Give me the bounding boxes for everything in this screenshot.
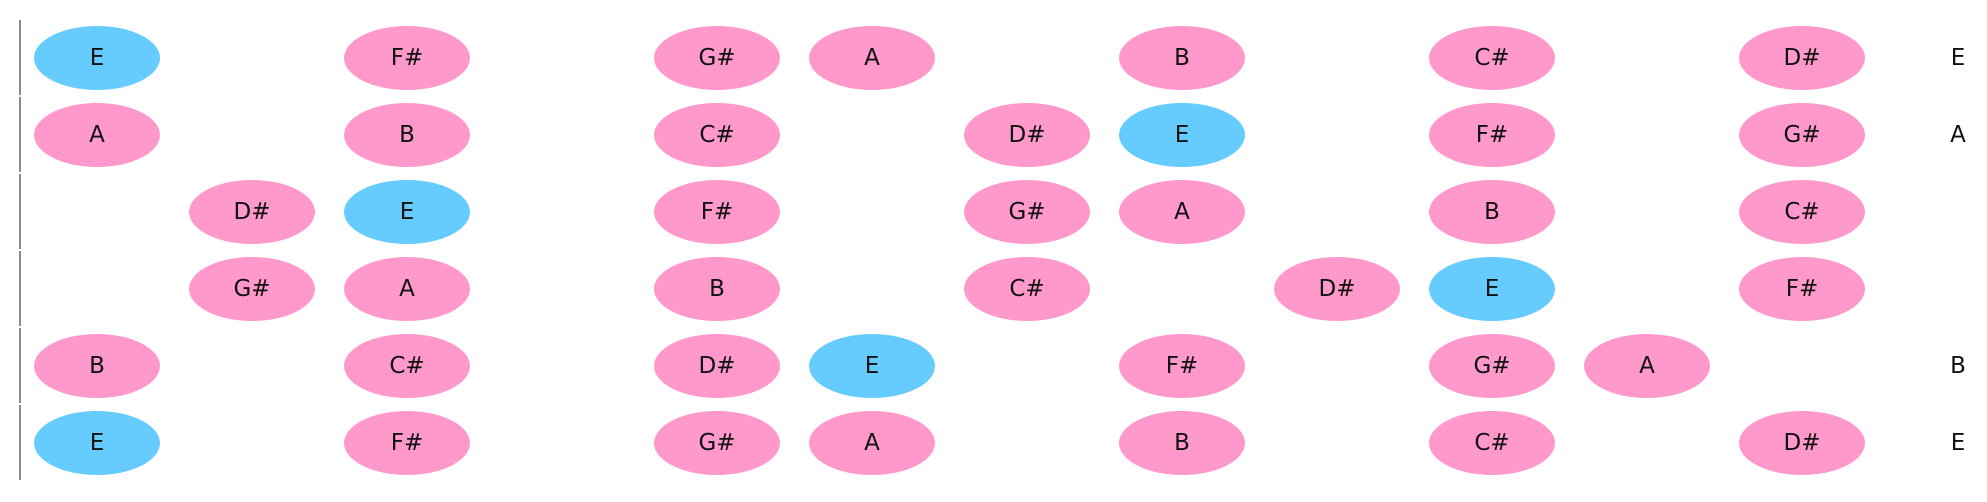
root-note-marker: E xyxy=(34,26,160,90)
scale-note-marker: F# xyxy=(1119,334,1245,398)
nut-line-segment xyxy=(19,174,21,249)
scale-note-marker: C# xyxy=(654,103,780,167)
scale-note-marker: A xyxy=(1584,334,1710,398)
scale-note-marker: A xyxy=(809,411,935,475)
root-note-marker: E xyxy=(1429,257,1555,321)
scale-note-marker: F# xyxy=(344,26,470,90)
scale-note-marker: B xyxy=(1119,411,1245,475)
scale-note-marker: C# xyxy=(1429,26,1555,90)
string-label: B xyxy=(1950,353,1966,379)
nut-line-segment xyxy=(19,405,21,480)
string-label: E xyxy=(1950,45,1966,71)
scale-note-marker: B xyxy=(1429,180,1555,244)
scale-note-marker: G# xyxy=(189,257,315,321)
scale-note-marker: C# xyxy=(1739,180,1865,244)
root-note-marker: E xyxy=(809,334,935,398)
root-note-marker: E xyxy=(1119,103,1245,167)
string-label: E xyxy=(1950,430,1966,456)
scale-note-marker: C# xyxy=(1429,411,1555,475)
root-note-marker: E xyxy=(344,180,470,244)
scale-note-marker: A xyxy=(1119,180,1245,244)
scale-note-marker: G# xyxy=(1429,334,1555,398)
scale-note-marker: G# xyxy=(1739,103,1865,167)
scale-note-marker: A xyxy=(809,26,935,90)
root-note-marker: E xyxy=(34,411,160,475)
nut-line-segment xyxy=(19,328,21,403)
scale-note-marker: G# xyxy=(654,26,780,90)
scale-note-marker: F# xyxy=(1739,257,1865,321)
nut-line-segment xyxy=(19,97,21,172)
scale-note-marker: F# xyxy=(344,411,470,475)
scale-note-marker: D# xyxy=(189,180,315,244)
scale-note-marker: G# xyxy=(654,411,780,475)
scale-note-marker: A xyxy=(344,257,470,321)
scale-note-marker: D# xyxy=(1274,257,1400,321)
scale-note-marker: C# xyxy=(344,334,470,398)
scale-note-marker: A xyxy=(34,103,160,167)
scale-note-marker: F# xyxy=(654,180,780,244)
scale-note-marker: D# xyxy=(1739,26,1865,90)
scale-note-marker: D# xyxy=(1739,411,1865,475)
scale-note-marker: D# xyxy=(654,334,780,398)
scale-note-marker: B xyxy=(34,334,160,398)
scale-note-marker: B xyxy=(654,257,780,321)
scale-note-marker: D# xyxy=(964,103,1090,167)
scale-note-marker: G# xyxy=(964,180,1090,244)
scale-note-marker: B xyxy=(1119,26,1245,90)
string-label: A xyxy=(1950,122,1966,148)
scale-note-marker: C# xyxy=(964,257,1090,321)
nut-line-segment xyxy=(19,251,21,326)
scale-note-marker: B xyxy=(344,103,470,167)
scale-note-marker: F# xyxy=(1429,103,1555,167)
nut-line-segment xyxy=(19,20,21,95)
